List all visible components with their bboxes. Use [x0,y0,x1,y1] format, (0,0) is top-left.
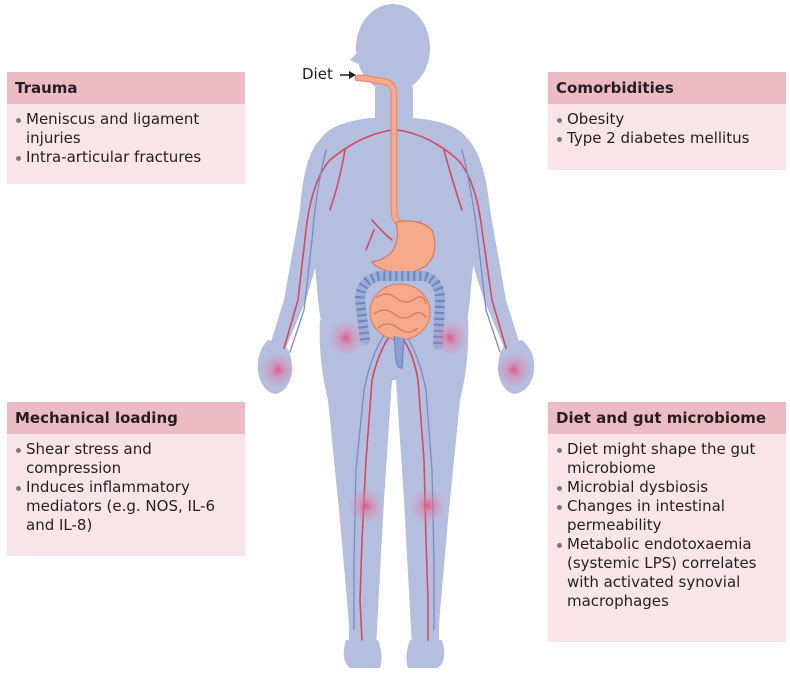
mechanical-loading-title: Mechanical loading [7,402,245,434]
comorbidities-box: Comorbidities Obesity Type 2 diabetes me… [548,72,786,170]
right-knee-inflammation [410,488,446,524]
mechanical-loading-list: Shear stress and compression Induces inf… [7,434,245,543]
trauma-title: Trauma [7,72,245,104]
diet-arrow [340,71,356,79]
comorbidities-title: Comorbidities [548,72,786,104]
comorbidities-item: Type 2 diabetes mellitus [556,129,778,148]
right-hip-inflammation [432,320,468,356]
diet-gut-microbiome-box: Diet and gut microbiome Diet might shape… [548,402,786,642]
diet-gut-microbiome-item: Microbial dysbiosis [556,478,778,497]
mechanical-loading-item: Shear stress and compression [15,440,237,478]
trauma-item: Intra-articular fractures [15,148,237,167]
trauma-list: Meniscus and ligament injuries Intra-art… [7,104,245,175]
comorbidities-list: Obesity Type 2 diabetes mellitus [548,104,786,156]
small-intestine [370,284,430,340]
diet-gut-microbiome-list: Diet might shape the gut microbiome Micr… [548,434,786,619]
diet-gut-microbiome-item: Metabolic endotoxaemia (systemic LPS) co… [556,535,778,611]
diet-gut-microbiome-title: Diet and gut microbiome [548,402,786,434]
left-knee-inflammation [348,488,384,524]
mechanical-loading-box: Mechanical loading Shear stress and comp… [7,402,245,556]
mechanical-loading-item: Induces inflammatory mediators (e.g. NOS… [15,478,237,535]
right-hand-inflammation [496,352,532,388]
trauma-item: Meniscus and ligament injuries [15,110,237,148]
trauma-box: Trauma Meniscus and ligament injuries In… [7,72,245,184]
diet-gut-microbiome-item: Diet might shape the gut microbiome [556,440,778,478]
left-hip-inflammation [328,320,364,356]
left-hand-inflammation [260,352,296,388]
diet-gut-microbiome-item: Changes in intestinal permeability [556,497,778,535]
comorbidities-item: Obesity [556,110,778,129]
diet-label: Diet [302,65,333,83]
